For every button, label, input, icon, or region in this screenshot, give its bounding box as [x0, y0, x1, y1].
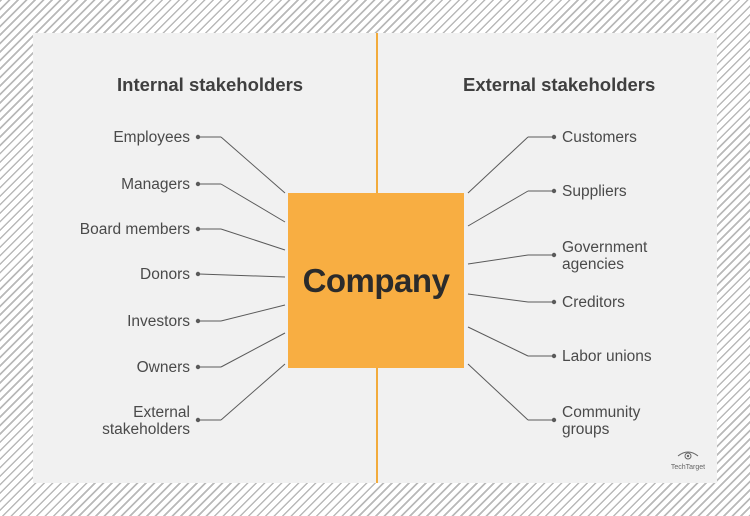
internal-item-employees: Employees [113, 129, 190, 146]
logo-text: TechTarget [670, 464, 706, 471]
techtarget-logo: TechTarget [668, 448, 708, 476]
external-item-government-agencies: Government agencies [562, 239, 648, 273]
external-item-customers: Customers [562, 129, 637, 146]
external-item-creditors: Creditors [562, 294, 625, 311]
external-item-suppliers: Suppliers [562, 183, 627, 200]
connector-community-groups [467, 363, 529, 421]
connector-customers [467, 136, 529, 194]
eye-icon [677, 451, 699, 460]
internal-item-board-members: Board members [79, 221, 190, 238]
connector-donors [198, 273, 286, 278]
internal-item-investors: Investors [127, 313, 190, 330]
external-item-labor-unions: Labor unions [562, 348, 652, 365]
connector-government-agencies [467, 254, 529, 265]
divider-line-top [376, 33, 378, 193]
external-stakeholders-heading: External stakeholders [463, 74, 656, 95]
connector-labor-unions [467, 326, 529, 357]
internal-stakeholders-heading: Internal stakeholders [117, 74, 304, 95]
connector-suppliers [467, 190, 529, 227]
external-item-community-groups: Community groups [562, 404, 641, 438]
internal-item-external-stakeholders: External stakeholders [102, 404, 190, 438]
divider-line-bottom [376, 368, 378, 483]
internal-item-donors: Donors [140, 266, 190, 283]
company-label: Company [302, 261, 450, 299]
internal-item-owners: Owners [136, 359, 190, 376]
internal-item-managers: Managers [121, 176, 190, 193]
connector-creditors [467, 293, 529, 303]
company-node: Company [288, 193, 464, 368]
